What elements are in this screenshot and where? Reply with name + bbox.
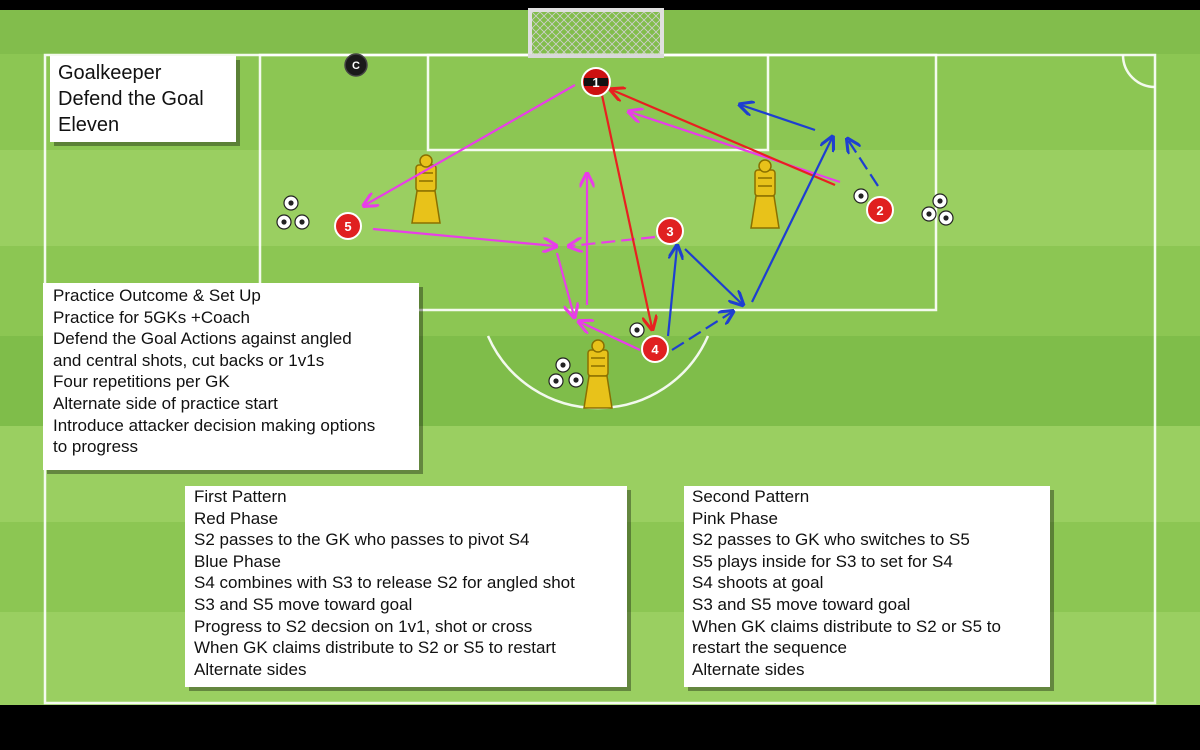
title-line: Eleven [58,114,120,136]
blue-phase-arrows [666,105,879,351]
ball-cluster-left [276,195,310,230]
goal-net-icon [528,8,664,58]
first-pattern-line: S2 passes to the GK who passes to pivot … [194,530,530,550]
first-pattern-line: Blue Phase [194,551,281,571]
second-pattern-line: When GK claims distribute to S2 or S5 to [692,616,1001,636]
soccer-ball-icon [283,195,299,211]
second-pattern-line: S3 and S5 move toward goal [692,594,911,614]
player-s4: 4 [641,335,669,363]
soccer-ball-icon [276,214,292,230]
player-s5: 5 [334,212,362,240]
mannequin-icon [750,159,780,229]
ball-cluster-bottom [548,357,584,389]
setup-line: and central shots, cut backs or 1v1s [53,350,325,370]
pink-arrow-s3-set [570,235,656,246]
soccer-ball-icon [921,206,937,222]
blue-arrow-s2-to-goal [741,105,816,132]
setup-line: Practice Outcome & Set Up [53,286,261,305]
second-pattern-line: S5 plays inside for S3 to set for S4 [692,551,953,571]
second-pattern-line: Pink Phase [692,508,778,528]
setup-line: Defend the Goal Actions against angled [53,329,352,349]
soccer-ball-icon [853,188,869,204]
pink-phase-arrows [365,84,841,351]
player-goalkeeper: 1 [581,67,611,97]
soccer-ball-icon [548,373,564,389]
first-pattern-line: Red Phase [194,508,279,528]
second-pattern-line: Second Pattern [692,487,810,506]
red-phase-arrows [600,90,836,328]
blue-arrow-s3-release [684,248,742,304]
pink-arrow-s2-to-gk [630,112,841,184]
setup-line: Alternate side of practice start [53,393,278,413]
player-label: 2 [876,203,883,218]
setup-line: Introduce attacker decision making optio… [53,415,376,435]
pink-arrow-s5-down [555,252,574,316]
coach-label: C [352,60,360,72]
mannequin-icon [411,154,441,224]
soccer-ball-icon [568,372,584,388]
second-pattern-line: restart the sequence [692,638,847,658]
red-arrow-gk-to-s4 [600,94,652,328]
second-pattern-line: S2 passes to GK who switches to S5 [692,530,970,550]
corner-arc [1121,54,1156,89]
coach-marker: C [344,53,368,77]
pink-arrow-s4-shot [580,322,641,351]
first-pattern-box: First Pattern Red Phase S2 passes to the… [185,486,627,687]
blue-arrow-s2-shot [751,138,832,303]
blue-arrow-s4-to-s3 [666,247,677,337]
second-pattern-line: S4 shoots at goal [692,573,824,593]
blue-arrow-s2-run [848,140,879,187]
player-label: 1 [592,75,599,90]
title-box: Goalkeeper Defend the Goal Eleven [50,56,236,142]
ball-cluster-right [921,193,954,226]
first-pattern-line: First Pattern [194,487,287,506]
player-label: 3 [666,224,673,239]
setup-box: Practice Outcome & Set Up Practice for 5… [43,283,419,470]
red-arrow-s2-to-gk [612,90,836,187]
player-label: 5 [344,219,351,234]
player-label: 4 [651,342,659,357]
pink-arrow-s5-inside [372,227,555,246]
title-line: Goalkeeper [58,62,162,84]
first-pattern-line: Alternate sides [194,659,307,679]
soccer-ball-icon [932,193,948,209]
title-line: Defend the Goal [58,88,204,110]
mannequin-icon [583,339,613,409]
pink-arrow-gk-to-s5 [365,84,576,205]
player-s2: 2 [866,196,894,224]
player-s3: 3 [656,217,684,245]
setup-line: Practice for 5GKs +Coach [53,307,251,327]
soccer-ball-icon [294,214,310,230]
second-pattern-box: Second Pattern Pink Phase S2 passes to G… [684,486,1050,687]
first-pattern-line: S3 and S5 move toward goal [194,594,413,614]
first-pattern-line: Progress to S2 decsion on 1v1, shot or c… [194,616,533,636]
soccer-ball-icon [555,357,571,373]
setup-line: Four repetitions per GK [53,372,230,392]
blue-arrow-s4-run [671,312,732,351]
soccer-ball-icon [629,322,645,338]
soccer-ball-icon [938,210,954,226]
second-pattern-line: Alternate sides [692,659,805,679]
first-pattern-line: When GK claims distribute to S2 or S5 to… [194,638,556,658]
setup-line: to progress [53,437,139,457]
first-pattern-line: S4 combines with S3 to release S2 for an… [194,573,575,593]
